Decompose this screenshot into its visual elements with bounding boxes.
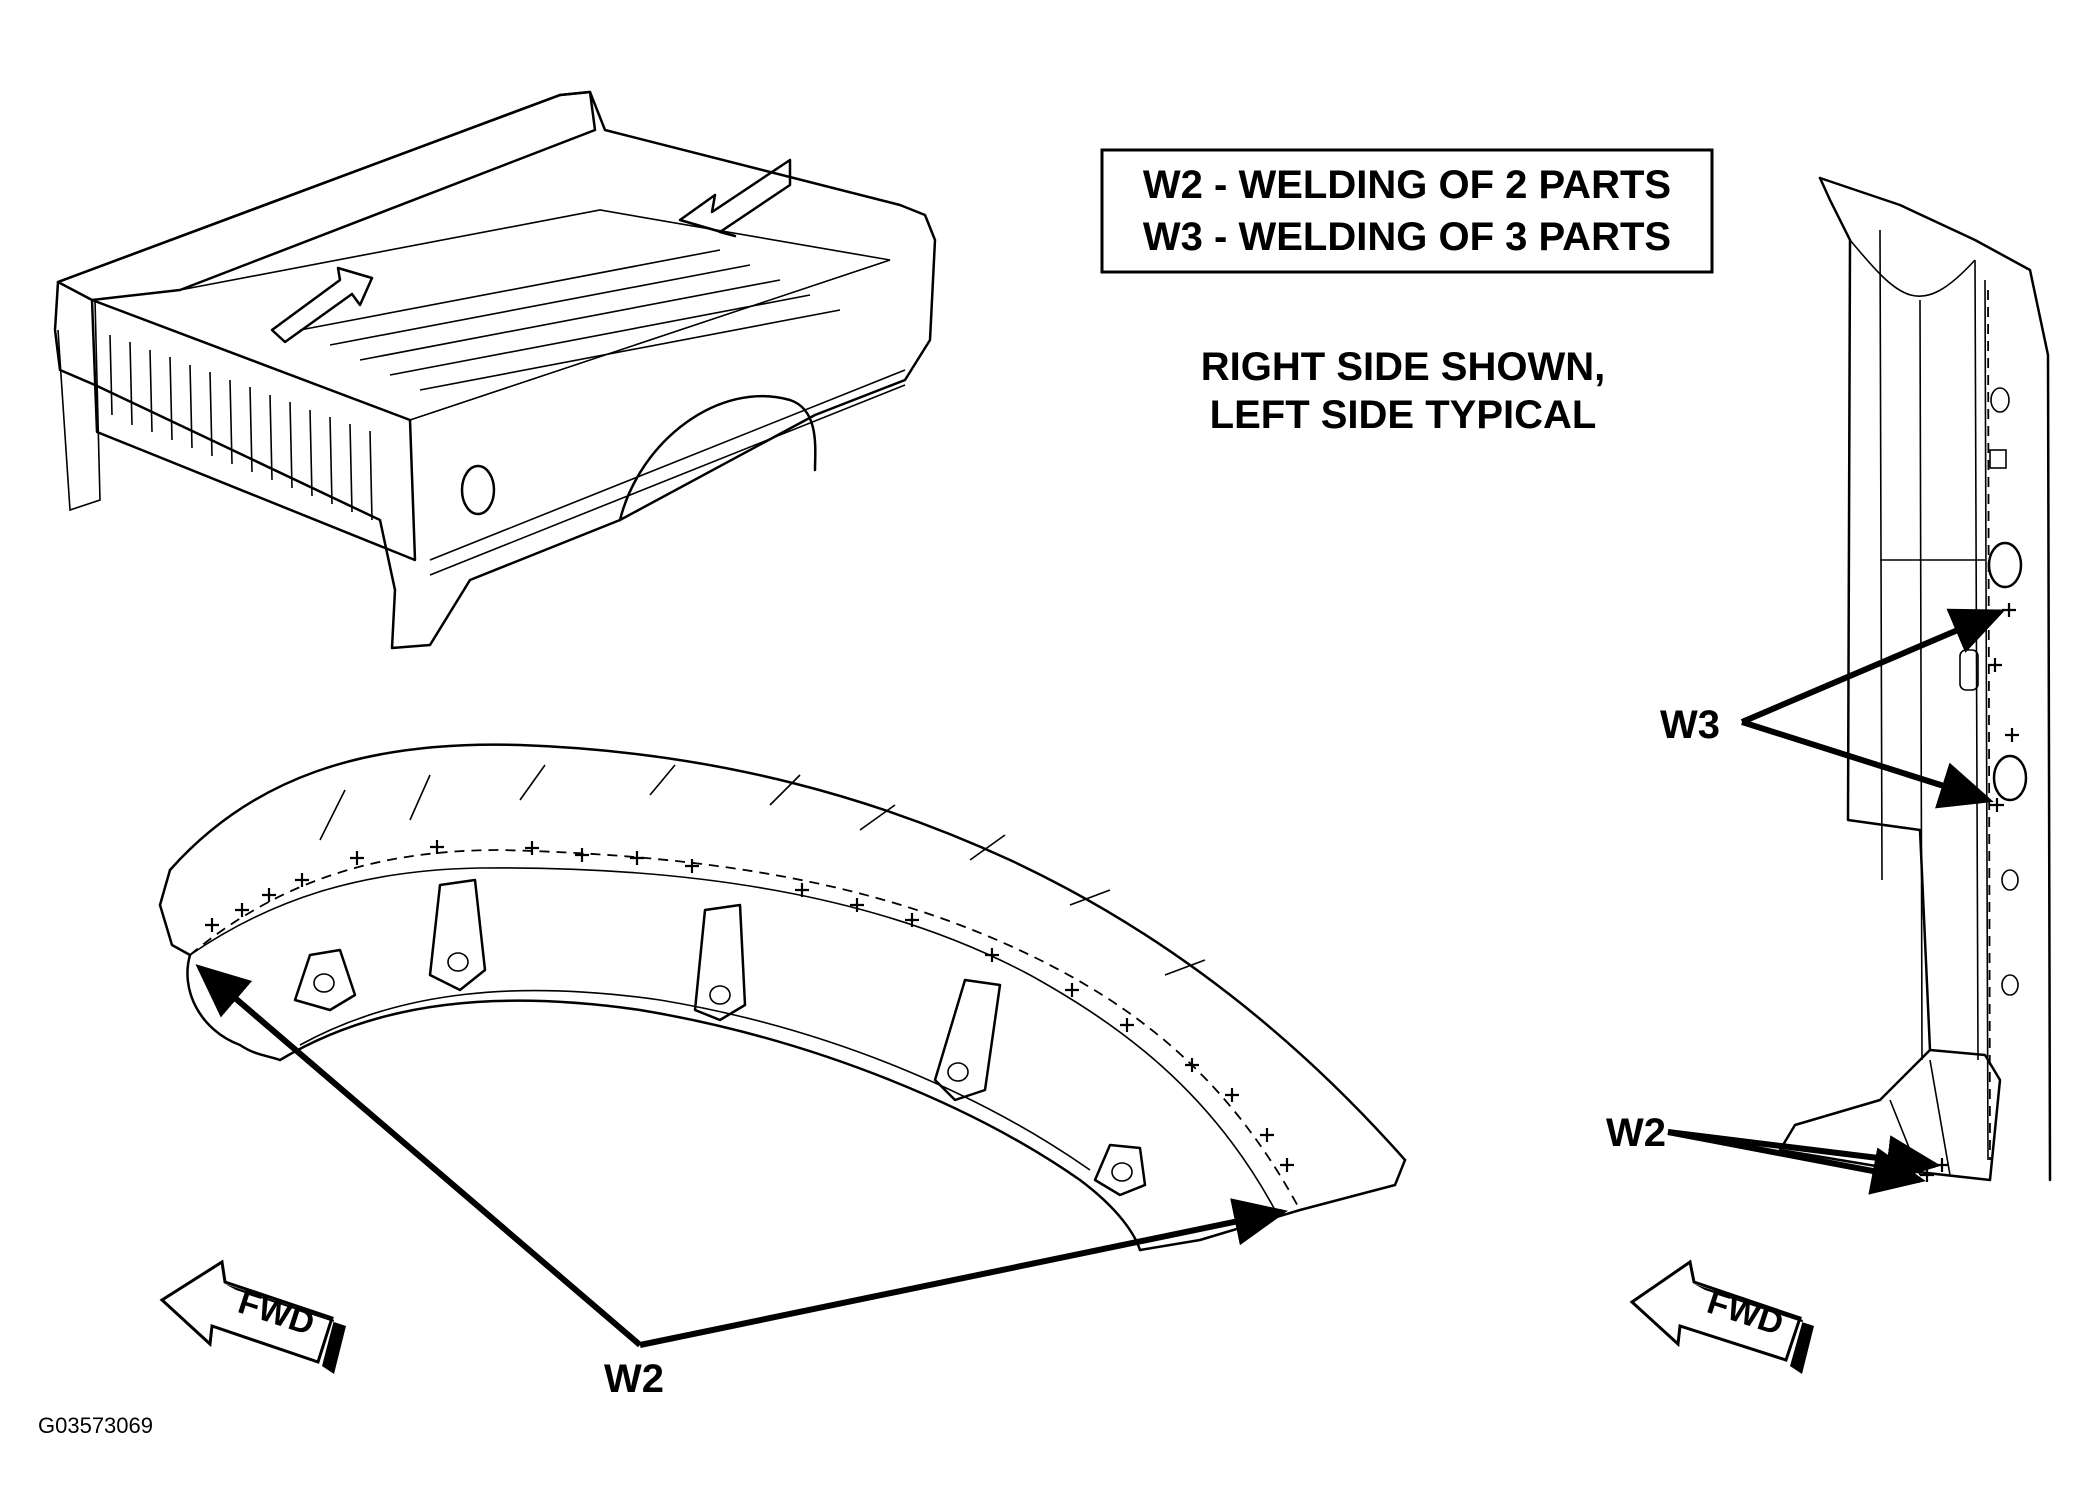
truck-bed-illustration bbox=[53, 90, 937, 650]
w3-pillar-callout: W3 bbox=[1660, 608, 2006, 809]
legend-line-w3: W3 - WELDING OF 3 PARTS bbox=[1143, 215, 1671, 259]
note-line-2: LEFT SIDE TYPICAL bbox=[1210, 393, 1597, 437]
w3-pillar-label: W3 bbox=[1660, 703, 1720, 747]
legend-line-w2: W2 - WELDING OF 2 PARTS bbox=[1143, 163, 1671, 207]
note-line-1: RIGHT SIDE SHOWN, bbox=[1201, 345, 1605, 389]
fwd-arrow-right: FWD bbox=[1629, 1259, 1814, 1374]
mounting-tabs bbox=[293, 878, 1147, 1197]
legend-box: W2 - WELDING OF 2 PARTS W3 - WELDING OF … bbox=[1100, 148, 1714, 274]
w2-pillar-label: W2 bbox=[1606, 1111, 1666, 1155]
w2-pillar-callout: W2 bbox=[1606, 1111, 1941, 1195]
figure-code: G03573069 bbox=[38, 1413, 153, 1438]
w2-wheelhouse-label: W2 bbox=[604, 1357, 664, 1401]
fwd-arrow-left: FWD bbox=[159, 1259, 346, 1374]
orientation-note: RIGHT SIDE SHOWN, LEFT SIDE TYPICAL bbox=[1201, 345, 1605, 437]
bed-panel-ribs bbox=[109, 334, 373, 521]
w2-wheelhouse-callout: W2 bbox=[195, 964, 1288, 1401]
pillar-illustration bbox=[1778, 176, 2052, 1182]
wheelhouse-illustration bbox=[158, 743, 1407, 1252]
wheelhouse-weld-marks bbox=[205, 840, 1294, 1172]
